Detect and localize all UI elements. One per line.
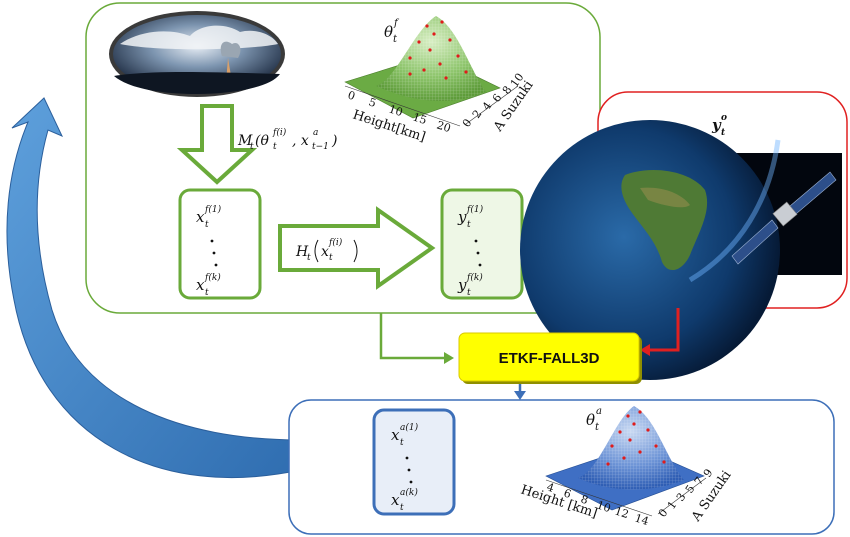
analysis-state-vector: x t a(1) x t a(k) (372, 408, 456, 516)
svg-text:x: x (196, 208, 205, 226)
svg-text:f(1): f(1) (204, 204, 222, 215)
forecast-sample-points (408, 20, 468, 80)
svg-text:t: t (400, 503, 404, 513)
cycle-arrow (6, 97, 301, 478)
analysis-x-tick: 6 (562, 486, 573, 501)
observation-operator-label: H t x t f(i) (295, 237, 358, 263)
svg-text:t: t (393, 34, 398, 45)
observation-to-center-connector (640, 308, 680, 356)
analysis-surface-label: θ t a (586, 406, 602, 433)
svg-text:a(1): a(1) (400, 422, 419, 433)
forecast-x-tick: 20 (435, 118, 452, 135)
svg-text:o: o (721, 113, 727, 123)
svg-text:t: t (400, 438, 404, 448)
svg-text:f(i): f(i) (328, 237, 343, 248)
svg-text:f: f (393, 18, 400, 29)
center-to-analysis-connector (514, 383, 526, 400)
svg-text:θ: θ (384, 23, 393, 41)
svg-text:y: y (457, 208, 467, 226)
svg-text:t: t (250, 142, 254, 152)
svg-text:t: t (205, 220, 209, 230)
model-operator-label: M t (θ t f(i) , x t−1 a ) (237, 127, 337, 152)
forecast-panel: 0 5 10 15 20 Height[km] 0 2 4 6 8 10 A S… (85, 2, 601, 314)
svg-text:a: a (313, 128, 318, 138)
forecast-x-tick: 0 (346, 88, 357, 103)
svg-text:y: y (711, 116, 722, 134)
forecast-observation-vector: y t f(1) y t f(k) (440, 188, 524, 300)
forecast-x-tick: 5 (367, 95, 378, 110)
forecast-x-tick: 10 (387, 102, 404, 119)
analysis-x-tick: 12 (613, 504, 630, 521)
svg-text:t: t (329, 253, 333, 263)
analysis-x-tick: 4 (545, 480, 556, 495)
model-propagation-arrow (176, 104, 258, 185)
svg-text:x: x (321, 244, 329, 260)
observation-panel: y t o (520, 91, 848, 380)
svg-text:f(k): f(k) (466, 272, 483, 283)
svg-text:f(k): f(k) (204, 272, 221, 283)
forecast-surface-label: θ t f (384, 18, 400, 45)
svg-text:H: H (295, 244, 309, 260)
observation-operator-arrow (278, 206, 436, 290)
forecast-to-center-connector (379, 313, 454, 364)
svg-text:t: t (721, 128, 726, 138)
svg-text:M: M (237, 133, 253, 149)
svg-text:f(1): f(1) (466, 204, 484, 215)
svg-text:t: t (467, 220, 471, 230)
svg-text:t: t (205, 288, 209, 298)
svg-text:f(i): f(i) (272, 127, 287, 138)
observation-label: y t o (711, 113, 727, 138)
svg-text:t: t (273, 142, 277, 152)
svg-text:): ) (331, 133, 337, 149)
svg-text:t: t (467, 288, 471, 298)
svg-text:y: y (457, 276, 467, 294)
svg-text:a: a (596, 406, 602, 417)
satellite-earth-image (520, 120, 842, 380)
analysis-panel: x t a(1) x t a(k) (288, 399, 835, 535)
analysis-x-tick: 10 (595, 498, 612, 515)
svg-text:t−1: t−1 (312, 142, 329, 152)
volcano-eruption-image (109, 11, 285, 97)
analysis-sample-points (606, 410, 666, 466)
forecast-state-vector: x t f(1) x t f(k) (178, 188, 262, 300)
satellite-icon (731, 171, 837, 265)
svg-text:a(k): a(k) (400, 487, 418, 498)
analysis-x-tick: 14 (633, 511, 650, 528)
svg-text:(θ: (θ (255, 133, 269, 149)
analysis-x-tick: 8 (579, 492, 590, 507)
forecast-x-tick: 15 (411, 110, 428, 127)
etkf-fall3d-box: ETKF-FALL3D (458, 332, 642, 384)
svg-text:x: x (391, 491, 400, 509)
svg-text:t: t (595, 422, 600, 433)
svg-text:x: x (391, 426, 400, 444)
etkf-fall3d-label: ETKF-FALL3D (499, 350, 600, 367)
svg-text:t: t (307, 253, 311, 263)
svg-text:, x: , x (292, 133, 309, 149)
svg-text:θ: θ (586, 411, 595, 429)
svg-text:x: x (196, 276, 205, 294)
